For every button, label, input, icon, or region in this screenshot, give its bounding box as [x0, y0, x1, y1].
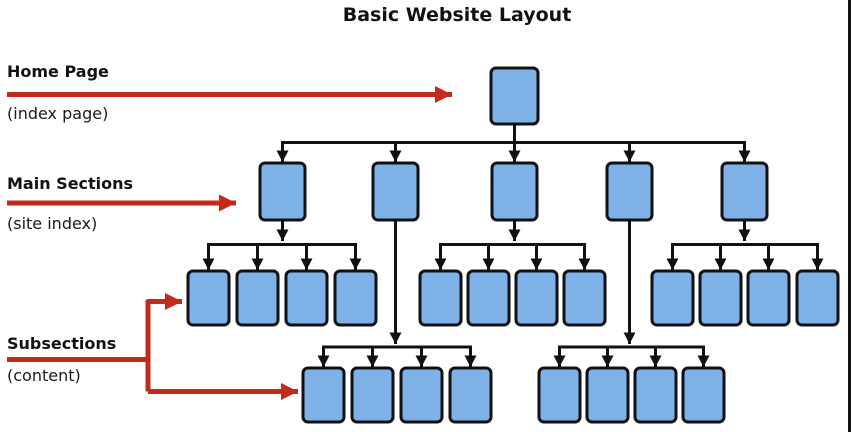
- subsection-node-g5-3: [746, 269, 791, 327]
- subsection-node-g3-4: [562, 269, 607, 327]
- label-site-index: (site index): [7, 214, 98, 233]
- label-main-sections: Main Sections: [7, 174, 134, 193]
- main-section-node-2: [371, 161, 420, 222]
- diagram-title: Basic Website Layout: [342, 4, 572, 26]
- main-section-node-5: [720, 161, 769, 222]
- subsection-node-g2-3: [399, 366, 444, 424]
- connector-main2-to-subs: [317, 219, 477, 367]
- label-home-page: Home Page: [7, 62, 109, 81]
- subsection-node-g2-4: [448, 366, 493, 424]
- subsection-node-g5-1: [650, 269, 695, 327]
- subsection-node-g2-1: [301, 366, 346, 424]
- main-section-node-1: [258, 161, 307, 222]
- label-subsections: Subsections: [7, 334, 117, 353]
- subsection-node-g2-2: [350, 366, 395, 424]
- subsection-node-g1-1: [186, 269, 231, 327]
- subsection-node-g5-4: [795, 269, 840, 327]
- subsection-node-g4-1: [537, 366, 582, 424]
- connector-main4-to-subs: [553, 219, 710, 367]
- subsection-node-g4-4: [681, 366, 726, 424]
- home-page-level: [489, 66, 540, 126]
- subsection-node-g1-2: [235, 269, 280, 327]
- connector-main5-to-subs: [666, 219, 824, 270]
- subsections-lower-row: [301, 366, 726, 424]
- subsection-node-g4-2: [585, 366, 630, 424]
- subsection-node-g3-1: [418, 269, 463, 327]
- connector-main1-to-subs: [202, 219, 362, 270]
- main-sections-level: [258, 161, 769, 222]
- label-content: (content): [7, 366, 81, 385]
- connector-home-to-mains: [276, 124, 751, 162]
- main-section-node-4: [605, 161, 654, 222]
- subsection-node-g4-3: [633, 366, 678, 424]
- connector-main3-to-subs: [434, 219, 591, 270]
- subsection-node-g3-3: [514, 269, 559, 327]
- home-page-node: [489, 66, 540, 126]
- subsections-upper-row: [186, 269, 840, 327]
- subsection-node-g3-2: [466, 269, 511, 327]
- main-section-node-3: [490, 161, 539, 222]
- subsection-node-g1-3: [284, 269, 329, 327]
- red-arrow-subsections: [7, 293, 298, 400]
- label-index-page: (index page): [7, 104, 109, 123]
- subsection-node-g5-2: [698, 269, 743, 327]
- subsection-node-g1-4: [333, 269, 378, 327]
